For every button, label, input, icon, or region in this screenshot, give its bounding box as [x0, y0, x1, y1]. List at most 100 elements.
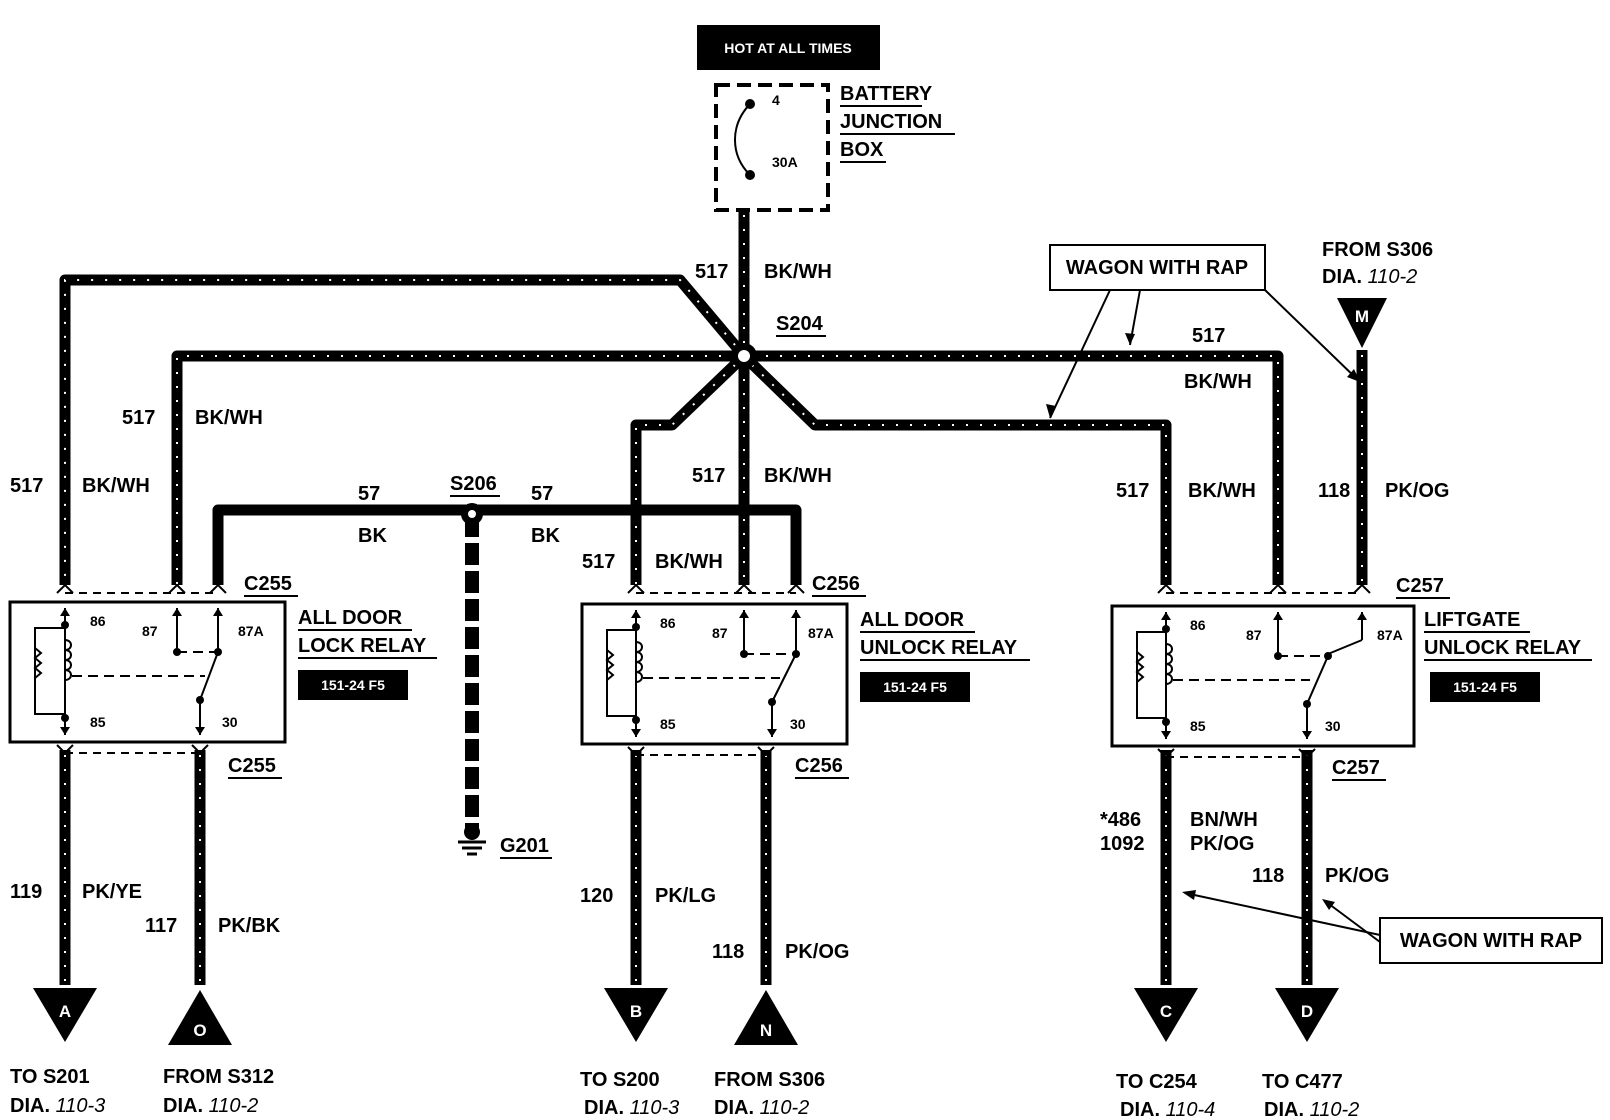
wire-label-main-bkwh: BK/WH: [764, 261, 832, 283]
wire-label-left-inner-517: 517: [122, 407, 155, 429]
terminal-d: D: [1275, 988, 1339, 1042]
ground-label: G201: [500, 835, 549, 857]
splice-s204: [731, 343, 757, 369]
relay2-pin-87a: 87A: [808, 625, 834, 641]
terminal-n-letter: N: [760, 1021, 772, 1040]
bottom-wire-5-circuit-line1: *486: [1100, 809, 1141, 831]
dest-5-dia: DIA. 110-4: [1120, 1099, 1215, 1120]
terminal-d-letter: D: [1301, 1002, 1313, 1021]
relay2-part-box: [860, 672, 970, 702]
terminal-a-letter: A: [59, 1002, 71, 1021]
relay2-pin-30: 30: [790, 716, 806, 732]
relay2-connector-bottom: C256: [795, 755, 843, 777]
terminal-n: N: [734, 990, 798, 1045]
wire-label-right-118: 118: [1318, 480, 1350, 502]
bjb-line3: BOX: [840, 139, 884, 161]
wire-label-right-bkwh: BK/WH: [1188, 480, 1256, 502]
bottom-wire-5-color-line1: BN/WH: [1190, 809, 1258, 831]
wire-label-right-517: 517: [1116, 480, 1149, 502]
hot-at-all-times-label: HOT AT ALL TIMES: [724, 40, 852, 56]
connector-m-triangle: M: [1337, 298, 1387, 348]
dest-6-dia: DIA. 110-2: [1264, 1099, 1359, 1120]
dest-4-dia: DIA. 110-2: [714, 1097, 809, 1119]
terminal-a: A: [33, 988, 97, 1042]
dest-5-label: TO C254: [1116, 1071, 1198, 1093]
relay1-pin-86: 86: [90, 613, 106, 629]
battery-junction-box: 4 30A: [714, 83, 830, 212]
bottom-wire-2-circuit: 117: [145, 915, 177, 937]
terminal-b-letter: B: [630, 1002, 642, 1021]
relay-all-door-lock: [8, 583, 287, 755]
relay3-name-line1: LIFTGATE: [1424, 609, 1520, 631]
ground-symbol: [458, 824, 486, 856]
relay3-part-number: 151-24 F5: [1453, 679, 1517, 695]
wagon-with-rap-callout-bottom: WAGON WITH RAP: [1182, 890, 1603, 964]
terminal-b: B: [604, 988, 668, 1042]
relay-all-door-unlock: [580, 583, 849, 757]
relay3-pin-30: 30: [1325, 718, 1341, 734]
relay1-part-box: [298, 670, 408, 700]
wire-label-left-outer-bkwh: BK/WH: [82, 475, 150, 497]
wagon-with-rap-callout-top: WAGON WITH RAP: [1046, 244, 1361, 419]
terminal-c-letter: C: [1160, 1002, 1172, 1021]
terminal-o-letter: O: [193, 1021, 206, 1040]
relay2-connector-top: C256: [812, 573, 860, 595]
dest-2-label: FROM S312: [163, 1066, 274, 1088]
bottom-wire-4-color: PK/OG: [785, 941, 849, 963]
wire-label-center-517-upper: 517: [692, 465, 725, 487]
relay1-pin-30: 30: [222, 714, 238, 730]
from-s306-top-dia: DIA. 110-2: [1322, 266, 1417, 288]
wire-label-center-517-lower: 517: [582, 551, 615, 573]
wire-label-right-top-bkwh: BK/WH: [1184, 371, 1252, 393]
wire-label-right-pkog: PK/OG: [1385, 480, 1449, 502]
relay1-connector-top: C255: [244, 573, 292, 595]
splice-s204-label: S204: [776, 313, 824, 335]
bottom-wire-2-color: PK/BK: [218, 915, 281, 937]
from-s306-top-label: FROM S306: [1322, 239, 1433, 261]
relay3-connector-top: C257: [1396, 575, 1444, 597]
wire-label-bk-right: BK: [531, 525, 560, 547]
wire-label-left-outer-517: 517: [10, 475, 43, 497]
hot-at-all-times-tag: HOT AT ALL TIMES: [697, 25, 880, 70]
relay1-connector-bottom: C255: [228, 755, 276, 777]
relay1-pin-87a: 87A: [238, 623, 264, 639]
relay2-name-line2: UNLOCK RELAY: [860, 637, 1018, 659]
splice-s206: [461, 503, 483, 525]
relay-liftgate-unlock: [1110, 583, 1416, 759]
bjb-line1: BATTERY: [840, 83, 933, 105]
wagon-with-rap-bottom-label: WAGON WITH RAP: [1400, 930, 1582, 952]
relay3-pin-87: 87: [1246, 627, 1262, 643]
relay3-connector-bottom: C257: [1332, 757, 1380, 779]
wire-label-left-inner-bkwh: BK/WH: [195, 407, 263, 429]
wire-label-57-left: 57: [358, 483, 380, 505]
bottom-wire-6-color: PK/OG: [1325, 865, 1389, 887]
fuse-rating: 30A: [772, 154, 798, 170]
dest-3-label: TO S200: [580, 1069, 660, 1091]
wire-label-57-right: 57: [531, 483, 553, 505]
dest-2-dia: DIA. 110-2: [163, 1095, 258, 1117]
terminal-o: O: [168, 990, 232, 1045]
bottom-wire-1-color: PK/YE: [82, 881, 142, 903]
relay1-pin-85: 85: [90, 714, 106, 730]
bottom-wire-5-circuit-line2: 1092: [1100, 833, 1145, 855]
dest-6-label: TO C477: [1262, 1071, 1343, 1093]
wire-label-bk-left: BK: [358, 525, 387, 547]
relay3-part-box: [1430, 672, 1540, 702]
relay2-pin-85: 85: [660, 716, 676, 732]
relay1-pin-87: 87: [142, 623, 158, 639]
dest-3-dia: DIA. 110-3: [584, 1097, 679, 1119]
wire-harness: [59, 210, 1368, 985]
bottom-wire-3-color: PK/LG: [655, 885, 716, 907]
wire-label-right-top-517: 517: [1192, 325, 1225, 347]
relay3-pin-86: 86: [1190, 617, 1206, 633]
wagon-with-rap-top-label: WAGON WITH RAP: [1066, 257, 1248, 279]
relay2-name-line1: ALL DOOR: [860, 609, 965, 631]
wire-label-main-517: 517: [695, 261, 728, 283]
dest-1-label: TO S201: [10, 1066, 90, 1088]
relay2-part-number: 151-24 F5: [883, 679, 947, 695]
bottom-wire-3-circuit: 120: [580, 885, 613, 907]
relay2-pin-86: 86: [660, 615, 676, 631]
dest-1-dia: DIA. 110-3: [10, 1095, 105, 1117]
wire-label-center-bkwh-lower: BK/WH: [655, 551, 723, 573]
